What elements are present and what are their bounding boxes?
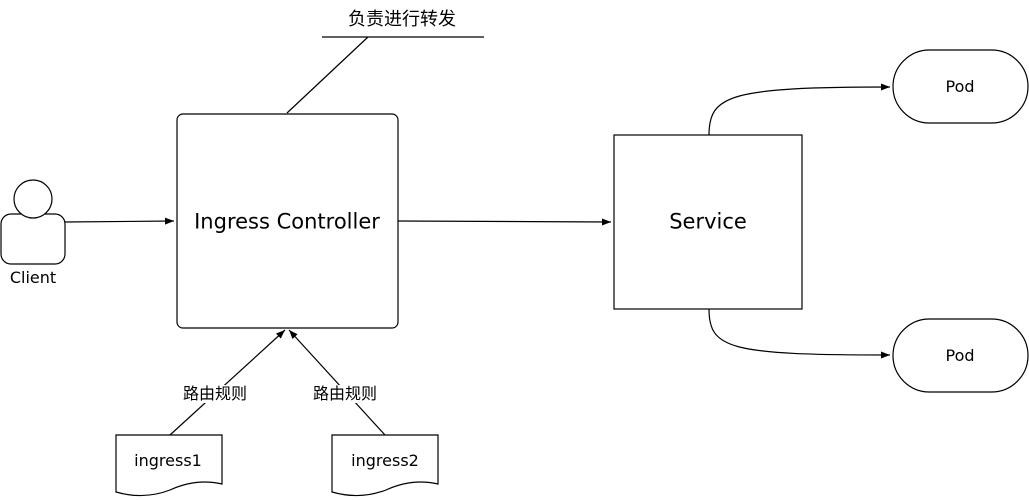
annotation-leader-line: [286, 36, 369, 114]
ingress-controller-label: Ingress Controller: [194, 209, 380, 234]
ingress2-document: [331, 434, 439, 497]
client-user-icon: [0, 179, 66, 265]
routing-rule-label-2: 路由规则: [310, 384, 380, 403]
service-to-pod-top-arrow: [708, 83, 891, 136]
ingress1-to-controller-arrow: [169, 329, 286, 436]
client-label: Client: [9, 268, 57, 287]
pod-node-top: [892, 49, 1029, 124]
ingress1-label: ingress1: [134, 451, 202, 470]
routing-rule-label-1: 路由规则: [180, 384, 250, 403]
pod-label-top: Pod: [945, 77, 975, 96]
pod-node-bottom: [892, 318, 1029, 393]
controller-to-service-arrow: [397, 218, 612, 226]
client-to-controller-arrow: [64, 217, 175, 225]
ingress2-label: ingress2: [351, 451, 419, 470]
service-box: [613, 134, 803, 310]
pod-label-bottom: Pod: [945, 346, 975, 365]
service-label: Service: [669, 209, 747, 234]
ingress2-to-controller-arrow: [288, 329, 386, 436]
annotation-label: 负责进行转发: [348, 9, 456, 30]
ingress1-document: [115, 434, 223, 497]
service-to-pod-bottom-arrow: [708, 308, 891, 359]
